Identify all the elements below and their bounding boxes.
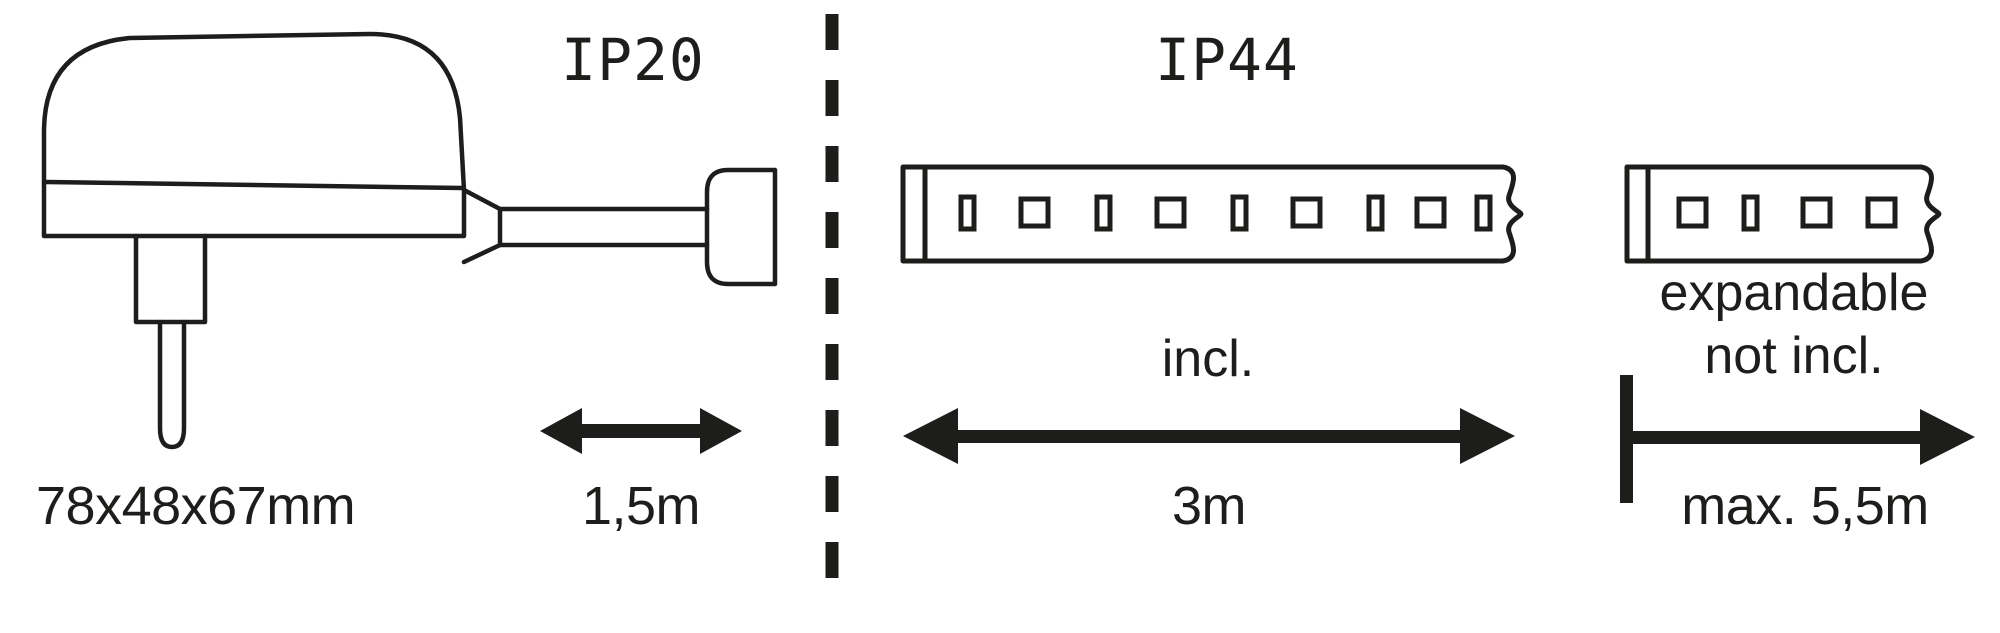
strip-expandable-label: expandable	[1659, 264, 1929, 322]
power-supply-dimensions-label: 78x48x67mm	[36, 476, 356, 536]
led-strip-extension-icon	[1624, 164, 1942, 264]
led-strip-icon	[900, 164, 1524, 264]
cable-length-arrow-icon	[540, 408, 742, 454]
strip-not-included-label: not incl.	[1704, 327, 1884, 385]
ip44-rating-label: IP44	[1155, 26, 1299, 94]
cable-icon	[497, 206, 710, 248]
connector-plug-icon	[704, 167, 778, 287]
strip-max-length-label: max. 5,5m	[1681, 476, 1929, 536]
strip-included-label: incl.	[1161, 330, 1255, 388]
strip-length-arrow-icon	[903, 408, 1515, 464]
ip20-rating-label: IP20	[561, 26, 705, 94]
strip-length-label: 3m	[1171, 476, 1247, 536]
power-supply-icon	[41, 31, 503, 450]
cable-length-label: 1,5m	[581, 476, 701, 536]
max-length-arrow-icon	[1620, 375, 1975, 503]
